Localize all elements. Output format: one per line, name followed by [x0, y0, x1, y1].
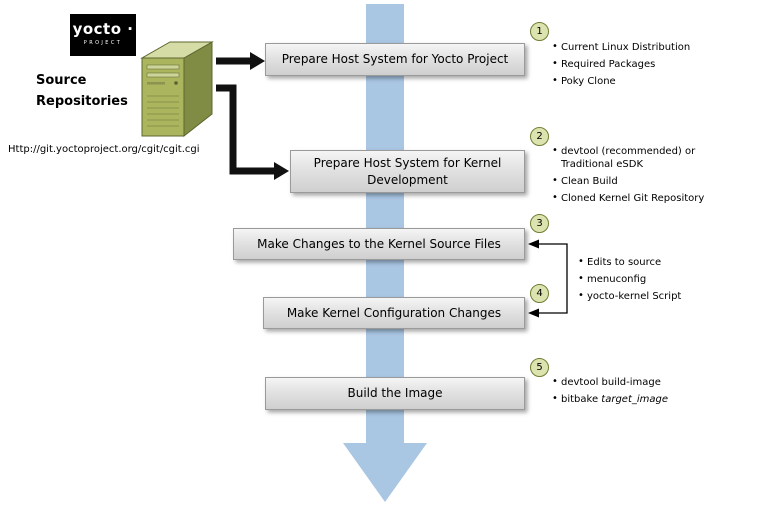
step-box-make-source-changes: Make Changes to the Kernel Source Files — [233, 228, 525, 260]
note-item: menuconfig — [576, 272, 726, 286]
bracket-steps-3-4 — [532, 243, 568, 314]
notes-step5: devtool build-image bitbake target_image — [550, 375, 730, 410]
step-label: Make Kernel Configuration Changes — [286, 305, 502, 320]
note-item: devtool build-image — [550, 375, 730, 389]
note-item: bitbake target_image — [550, 392, 730, 406]
note-item: yocto-kernel Script — [576, 289, 726, 303]
notes-step1: Current Linux Distribution Required Pack… — [550, 40, 730, 92]
step-badge-2: 2 — [530, 127, 549, 146]
note-item: Required Packages — [550, 57, 730, 71]
step-badge-1: 1 — [530, 22, 549, 41]
source-repositories-label: Source Repositories — [36, 73, 128, 109]
note-item: devtool (recommended) or Traditional eSD… — [550, 144, 728, 171]
yocto-logo-subtitle: PROJECT — [83, 40, 123, 46]
step-box-prepare-host-yocto: Prepare Host System for Yocto Project — [265, 43, 525, 76]
step-box-make-config-changes: Make Kernel Configuration Changes — [263, 297, 525, 329]
yocto-logo-text: yocto · — [72, 20, 134, 38]
step-label: Prepare Host System for Kernel Developme… — [313, 156, 502, 187]
step-box-build-image: Build the Image — [265, 377, 525, 410]
step-badge-3: 3 — [530, 214, 549, 233]
server-icon — [140, 41, 214, 138]
note-item: Current Linux Distribution — [550, 40, 730, 54]
step-badge-4: 4 — [530, 284, 549, 303]
arrow-to-step2 — [216, 84, 274, 175]
note-item: Edits to source — [576, 255, 726, 269]
step-label: Make Changes to the Kernel Source Files — [257, 236, 501, 251]
note-item: Clean Build — [550, 174, 728, 188]
note-item: Poky Clone — [550, 74, 730, 88]
notes-steps-3-4: Edits to source menuconfig yocto-kernel … — [576, 255, 726, 307]
note-item: Cloned Kernel Git Repository — [550, 191, 728, 205]
bitbake-target-image: target_image — [601, 394, 669, 405]
source-repositories-url: Http://git.yoctoproject.org/cgit/cgit.cg… — [8, 144, 200, 155]
step-box-prepare-host-kernel: Prepare Host System for Kernel Developme… — [290, 150, 525, 193]
bitbake-command-prefix: bitbake — [561, 394, 602, 405]
step-label: Build the Image — [347, 386, 443, 401]
step-badge-5: 5 — [530, 358, 549, 377]
notes-step2: devtool (recommended) or Traditional eSD… — [550, 144, 728, 209]
step-label: Prepare Host System for Yocto Project — [281, 52, 509, 67]
yocto-logo: yocto · PROJECT — [70, 14, 136, 56]
